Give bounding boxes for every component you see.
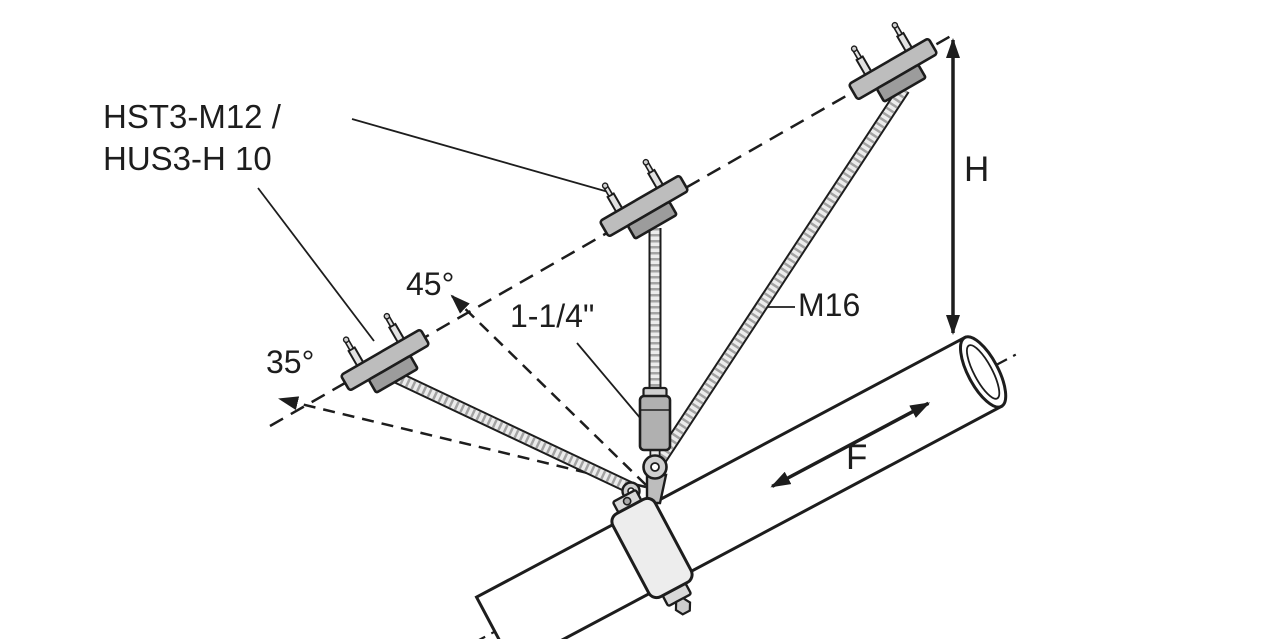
pipe-end-inner-wall [966, 344, 1001, 400]
height-dim-label: H [964, 150, 990, 189]
angle-35-label: 35° [266, 344, 315, 380]
swivel-pin [650, 462, 660, 472]
rod-right-m16 [651, 85, 910, 469]
pipe [461, 335, 1017, 639]
clamp-band [610, 496, 694, 600]
clamp-hex-nut [674, 596, 692, 616]
anchor-right [832, 10, 947, 115]
pipe-end-face [959, 335, 1008, 409]
force-dim-label: F [846, 438, 868, 477]
anchor-product-label-line2: HUS3-H 10 [103, 140, 272, 177]
anchor-center [583, 147, 698, 252]
angle-45-construction-line [450, 294, 647, 486]
pipe-body [474, 335, 1004, 639]
rod-left [393, 371, 636, 495]
rod-coupler [638, 386, 672, 452]
leader-anchor-left [257, 187, 375, 342]
pipe-clamp [610, 489, 694, 616]
angle-45-label: 45° [406, 266, 455, 302]
leader-anchor-center [351, 118, 613, 194]
m16-label: M16 [798, 287, 861, 323]
swivel-hardware [621, 454, 668, 505]
clamp-top-bolt [622, 496, 632, 506]
anchor-product-label-line1: HST3-M12 / [103, 98, 281, 135]
leader-rod-size [576, 342, 642, 420]
force-direction-arrow [770, 401, 931, 488]
rod-size-label: 1-1/4" [510, 298, 595, 334]
